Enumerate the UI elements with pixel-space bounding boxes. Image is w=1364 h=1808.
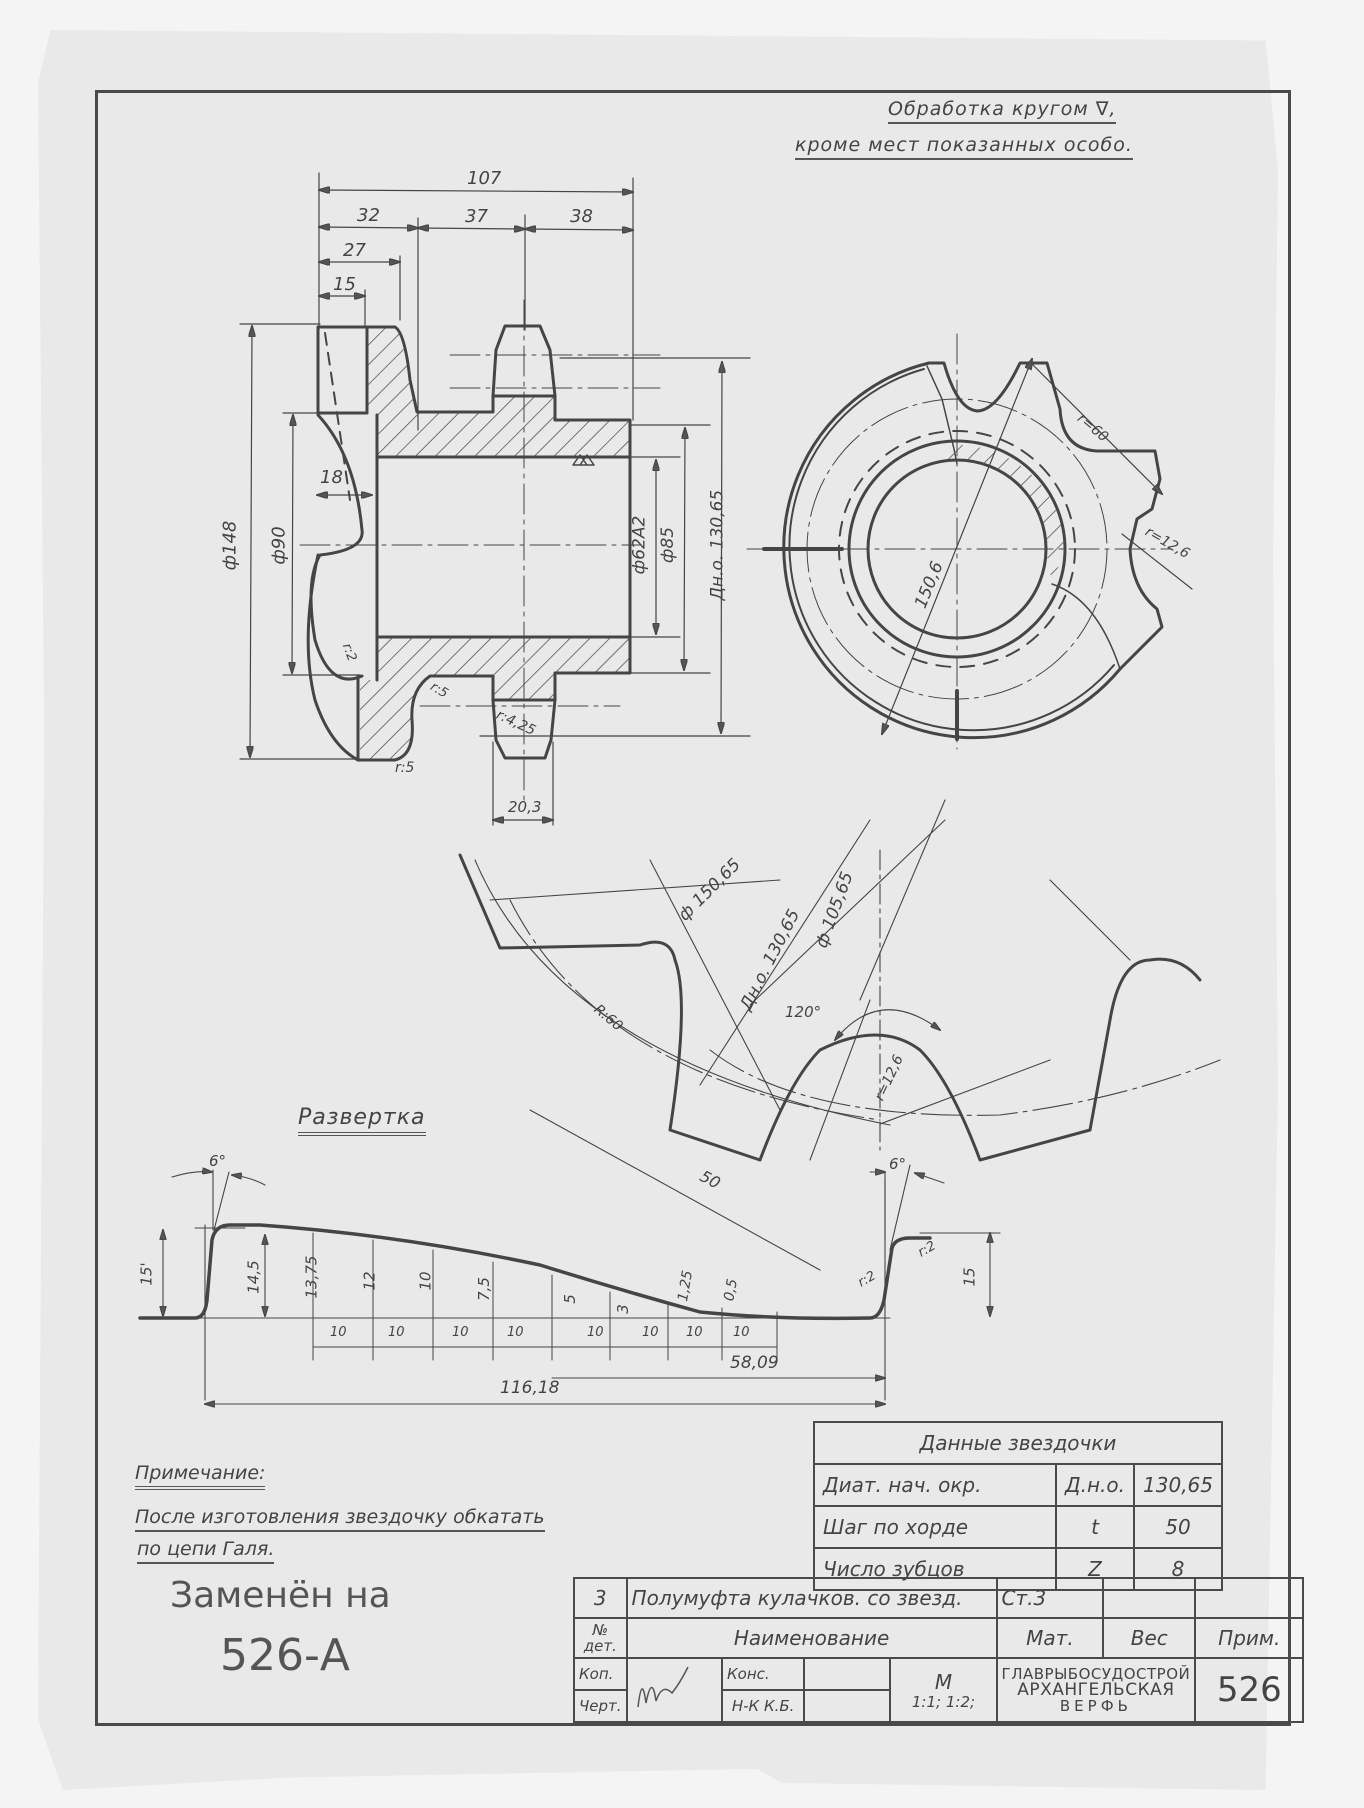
table-row: Шаг по хорде t 50 <box>813 1505 1223 1549</box>
height-3: 12 <box>360 1271 379 1291</box>
development-profile <box>138 1164 1001 1404</box>
org-line3: ВЕРФЬ <box>1059 1697 1132 1715</box>
row-symbol: t <box>1054 1505 1136 1549</box>
dim-15: 15 <box>333 274 356 295</box>
dim-d85: ф85 <box>658 526 679 564</box>
dim-d90: ф90 <box>268 526 290 565</box>
row-value: 130,65 <box>1133 1463 1223 1507</box>
part-name: Полумуфта кулачков. со звезд. <box>625 1577 998 1619</box>
row-symbol: Д.н.о. <box>1054 1463 1136 1507</box>
sprocket-data-title: Данные звездочки <box>813 1421 1223 1465</box>
note-line2: по цепи Галя. <box>137 1538 275 1564</box>
drawing-frame <box>95 90 1291 1726</box>
step-6: 10 <box>642 1325 659 1340</box>
table-row: Диат. нач. окр. Д.н.о. 130,65 <box>813 1463 1223 1507</box>
row-label: Шаг по хорде <box>813 1505 1057 1549</box>
replaced-by-number: 526-А <box>220 1630 350 1681</box>
dim-27: 27 <box>343 240 366 261</box>
note-value <box>1194 1577 1305 1619</box>
surface-finish-icon <box>572 454 595 466</box>
angle-120: 120° <box>785 1003 822 1021</box>
blank-cell-1 <box>803 1657 892 1691</box>
step-7: 10 <box>686 1325 703 1340</box>
signature <box>625 1657 724 1723</box>
dim-total-length: 116,18 <box>500 1378 560 1398</box>
surface-note-line2: кроме мест показанных особо. <box>795 134 1133 160</box>
height-1: 14,5 <box>244 1260 263 1294</box>
scale-cell: М 1:1; 1:2; <box>889 1657 998 1723</box>
dim-38: 38 <box>570 206 593 227</box>
part-number: 3 <box>573 1577 628 1619</box>
dim-bore: ф62А2 <box>629 515 650 575</box>
dim-half-length: 58,09 <box>730 1353 779 1373</box>
org-line1: ГЛАВРЫБОСУДОСТРОЙ <box>1001 1665 1191 1683</box>
header-material: Мат. <box>995 1617 1105 1659</box>
step-1: 10 <box>330 1325 347 1340</box>
chert-label: Черт. <box>573 1689 628 1723</box>
dim-pitch-section: Дн.о. 130,65 <box>707 489 728 601</box>
org-line2: АРХАНГЕЛЬСКАЯ <box>1017 1680 1175 1700</box>
blank-cell-2 <box>803 1689 892 1723</box>
section-view <box>239 172 751 826</box>
header-note: Прим. <box>1194 1617 1305 1659</box>
note-line1: После изготовления звездочку обкатать <box>135 1506 545 1532</box>
sprocket-data-table: Данные звездочки Диат. нач. окр. Д.н.о. … <box>813 1421 1223 1591</box>
header-part-no: № дет. <box>573 1617 628 1659</box>
note-heading: Примечание: <box>135 1462 266 1490</box>
dim-18: 18 <box>320 467 343 488</box>
dim-37: 37 <box>465 206 488 227</box>
height-2: 13,75 <box>302 1255 321 1299</box>
drawing-number: 526 <box>1194 1657 1305 1723</box>
height-4: 10 <box>416 1271 435 1291</box>
row-value: 50 <box>1133 1505 1223 1549</box>
row-label: Диат. нач. окр. <box>813 1463 1057 1507</box>
dim-d148: ф148 <box>219 520 241 571</box>
scale-value: 1:1; 1:2; <box>911 1693 976 1711</box>
height-left-15: 15' <box>137 1262 156 1286</box>
step-3: 10 <box>452 1325 469 1340</box>
kons-label: Конс. <box>721 1657 806 1691</box>
step-5: 10 <box>587 1325 604 1340</box>
radius-r5-lower: r:5 <box>395 760 415 776</box>
height-7: 3 <box>613 1304 632 1314</box>
angle-left: 6° <box>209 1152 227 1170</box>
material: Ст.3 <box>995 1577 1105 1619</box>
weight-value <box>1102 1577 1197 1619</box>
tooth-profile <box>458 799 1221 1271</box>
step-8: 10 <box>733 1325 750 1340</box>
replaced-by-label: Заменён на <box>170 1575 391 1616</box>
step-4: 10 <box>507 1325 524 1340</box>
height-6: 5 <box>560 1294 579 1304</box>
scale-label: М <box>934 1670 953 1694</box>
organization-stamp: ГЛАВРЫБОСУДОСТРОЙ АРХАНГЕЛЬСКАЯ ВЕРФЬ <box>995 1657 1197 1723</box>
dim-tooth-width: 20,3 <box>508 798 542 816</box>
development-title: Развертка <box>298 1105 426 1136</box>
angle-right: 6° <box>889 1155 907 1173</box>
header-name: Наименование <box>625 1617 998 1659</box>
kop-label: Коп. <box>573 1657 628 1691</box>
surface-note-line1: Обработка кругом ∇, <box>888 98 1117 124</box>
header-weight: Вес <box>1102 1617 1197 1659</box>
step-2: 10 <box>388 1325 405 1340</box>
title-block: 3 Полумуфта кулачков. со звезд. Ст.3 № д… <box>573 1577 1305 1723</box>
height-5: 7,5 <box>474 1277 493 1301</box>
dim-32: 32 <box>357 205 380 226</box>
height-right-15: 15 <box>960 1267 979 1287</box>
dim-overall: 107 <box>467 168 502 189</box>
nk-label: Н-К К.Б. <box>721 1689 806 1723</box>
end-view <box>746 333 1193 750</box>
